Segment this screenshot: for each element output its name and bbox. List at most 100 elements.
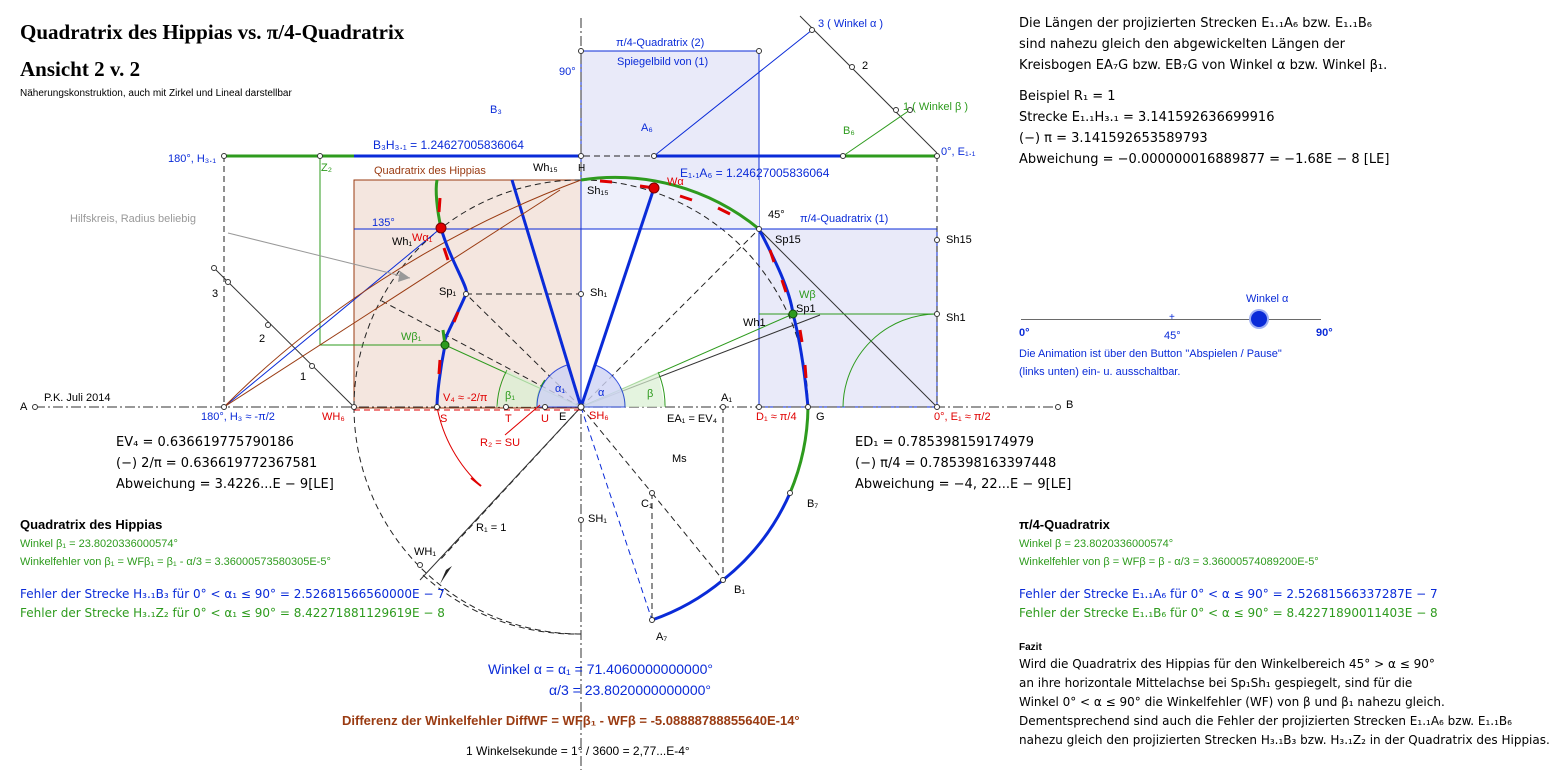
point-SH6: SH₆ xyxy=(589,410,609,422)
right-deviation: Abweichung = −4, 22...E − 9[LE] xyxy=(855,477,1072,492)
label-n1-beta: 1 ( Winkel β ) xyxy=(903,101,969,113)
point-Sh15-right: Sh15 xyxy=(946,234,972,246)
tr-line3: Kreisbogen EA₇G bzw. EB₇G von Winkel α b… xyxy=(1019,58,1388,73)
slider-knob[interactable] xyxy=(1251,311,1268,327)
point-E1: 0°, E₁ ≈ π/2 xyxy=(934,411,991,423)
angle-beta1: β₁ xyxy=(505,390,516,402)
ev4-value: EV₄ = 0.636619775790186 xyxy=(116,435,294,450)
point-S: S xyxy=(440,413,448,425)
subtitle-note: Näherungskonstruktion, auch mit Zirkel u… xyxy=(20,88,292,99)
point-Sp15: Sp15 xyxy=(775,234,801,246)
right-values: ED₁ = 0.785398159174979 (−) π/4 = 0.7853… xyxy=(855,432,1071,495)
angle-beta: β xyxy=(647,388,654,400)
pi4-value: (−) π/4 = 0.785398163397448 xyxy=(855,456,1057,471)
winkelfehler-differenz: Differenz der Winkelfehler DiffWF = WFβ₁… xyxy=(342,713,800,728)
pi4-fehler-1: Fehler der Strecke E₁.₁A₆ für 0° < α ≤ 9… xyxy=(1019,587,1438,601)
fazit-head: Fazit xyxy=(1019,642,1042,653)
alpha-third-value: α/3 = 23.8020000000000° xyxy=(549,682,712,698)
point-Wa: Wα xyxy=(667,176,684,188)
hippias-head: Quadratrix des Hippias xyxy=(20,517,163,532)
fazit-line1: Wird die Quadratrix des Hippias für den … xyxy=(1019,657,1435,671)
point-Wb1: Wβ₁ xyxy=(401,331,422,343)
author-note: P.K. Juli 2014 xyxy=(44,392,111,404)
pi4-winkel: Winkel β = 23.8020336000574° xyxy=(1019,538,1174,550)
slider-track[interactable] xyxy=(1021,319,1321,320)
tr-line4: Beispiel R₁ = 1 xyxy=(1019,89,1116,104)
fazit-line4: Dementsprechend sind auch die Fehler der… xyxy=(1019,714,1512,728)
point-A7: A₇ xyxy=(656,631,668,643)
point-G: G xyxy=(816,411,825,423)
tr-line2: sind nahezu gleich den abgewickelten Län… xyxy=(1019,37,1345,52)
point-Sp1-right: Sp1 xyxy=(796,303,816,315)
point-Z2: Z₂ xyxy=(321,162,332,174)
tr-line1: Die Längen der projizierten Strecken E₁.… xyxy=(1019,16,1372,31)
point-B3: B₃ xyxy=(490,104,502,116)
point-B: B xyxy=(1066,399,1074,411)
tr-line5: Strecke E₁.₁H₃.₁ = 3.141592636699916 xyxy=(1019,110,1275,125)
point-Sp1: Sp₁ xyxy=(439,286,457,298)
point-H: H xyxy=(578,163,586,174)
point-E11: 0°, E₁.₁ xyxy=(941,146,976,158)
point-V4: V₄ ≈ -2/π xyxy=(443,392,488,404)
hippias-winkelfehler: Winkelfehler von β₁ = WFβ₁ = β₁ - α/3 = … xyxy=(20,556,331,568)
pi4-box: π/4-Quadratrix Winkel β = 23.80203360005… xyxy=(1019,515,1438,623)
measure-r1: R₁ = 1 xyxy=(476,522,507,534)
point-A: A xyxy=(20,401,28,413)
fazit-line5: nahezu gleich den projizierten Strecken … xyxy=(1019,733,1550,747)
two-pi-value: (−) 2/π = 0.636619772367581 xyxy=(116,456,318,471)
label-l1: 1 xyxy=(300,371,307,383)
angle-alpha: α xyxy=(598,387,605,399)
point-WH1: WH₁ xyxy=(414,546,437,558)
point-B6: B₆ xyxy=(843,125,855,137)
point-H31: 180°, H₃.₁ xyxy=(168,153,217,165)
point-Wb: Wβ xyxy=(799,289,816,301)
label-l3: 3 xyxy=(212,288,219,300)
top-right-text: Die Längen der projizierten Strecken E₁.… xyxy=(1019,13,1389,170)
label-n2: 2 xyxy=(862,60,869,72)
point-WH6: WH₆ xyxy=(322,411,345,423)
winkelsekunde-note: 1 Winkelsekunde = 1° / 3600 = 2,77...E-4… xyxy=(466,744,690,758)
point-D1: D₁ ≈ π/4 xyxy=(756,411,797,423)
measure-e11a6: E₁.₁A₆ = 1.24627005836064 xyxy=(680,166,830,180)
point-E: E xyxy=(559,411,567,423)
fazit-line2: an ihre horizontale Mittelachse bei Sp₁S… xyxy=(1019,676,1413,690)
pi4-winkelfehler: Winkelfehler von β = WFβ = β - α/3 = 3.3… xyxy=(1019,556,1319,568)
point-A6: A₆ xyxy=(641,122,653,134)
slider-max: 90° xyxy=(1316,327,1333,339)
pi4-head: π/4-Quadratrix xyxy=(1019,517,1110,532)
point-Wa1: Wα₁ xyxy=(412,232,433,244)
point-Sh1: Sh₁ xyxy=(590,287,608,299)
left-deviation: Abweichung = 3.4226...E − 9[LE] xyxy=(116,477,334,492)
point-B7: B₇ xyxy=(807,498,819,510)
page-title: Quadratrix des Hippias vs. π/4-Quadratri… xyxy=(20,20,405,44)
label-45deg: 45° xyxy=(768,209,785,221)
point-H3: 180°, H₃ ≈ -π/2 xyxy=(201,411,275,423)
measure-r2: R₂ = SU xyxy=(480,437,521,449)
pi4-q1-label: π/4-Quadratrix (1) xyxy=(800,213,889,225)
hippias-winkel: Winkel β₁ = 23.8020336000574° xyxy=(20,538,178,550)
point-U: U xyxy=(541,413,549,425)
label-n3-alpha: 3 ( Winkel α ) xyxy=(818,18,884,30)
measure-b3h31: B₃H₃.₁ = 1.24627005836064 xyxy=(373,138,524,152)
angle-alpha1: α₁ xyxy=(555,383,566,395)
measure-ea1: EA₁ = EV₄ xyxy=(667,413,718,425)
point-Ms: Ms xyxy=(672,453,687,465)
pi4-q2-label: π/4-Quadratrix (2) xyxy=(616,37,705,49)
slider-title: Winkel α xyxy=(1246,293,1289,305)
fazit-box: Fazit Wird die Quadratrix des Hippias fü… xyxy=(1019,641,1550,750)
point-T: T xyxy=(505,413,512,425)
point-Wh15: Wh₁₅ xyxy=(533,162,558,174)
hippias-fehler-1: Fehler der Strecke H₃.₁B₃ für 0° < α₁ ≤ … xyxy=(20,587,445,601)
point-SH1: SH₁ xyxy=(588,513,607,525)
spiegelbild-label: Spiegelbild von (1) xyxy=(617,56,709,68)
animation-note-1: Die Animation ist über den Button "Abspi… xyxy=(1019,348,1282,360)
point-Wh1-left: Wh₁ xyxy=(392,236,413,248)
page-subtitle: Ansicht 2 v. 2 xyxy=(20,57,141,81)
fazit-line3: Winkel 0° < α ≤ 90° die Winkelfehler (WF… xyxy=(1019,695,1445,709)
hilfskreis-note: Hilfskreis, Radius beliebig xyxy=(70,213,196,225)
tr-line7: Abweichung = −0.000000016889877 = −1.68E… xyxy=(1019,152,1390,167)
point-Sh15: Sh₁₅ xyxy=(587,185,609,197)
pi4-fehler-2: Fehler der Strecke E₁.₁B₆ für 0° < α ≤ 9… xyxy=(1019,606,1438,620)
slider-min: 0° xyxy=(1019,327,1030,339)
